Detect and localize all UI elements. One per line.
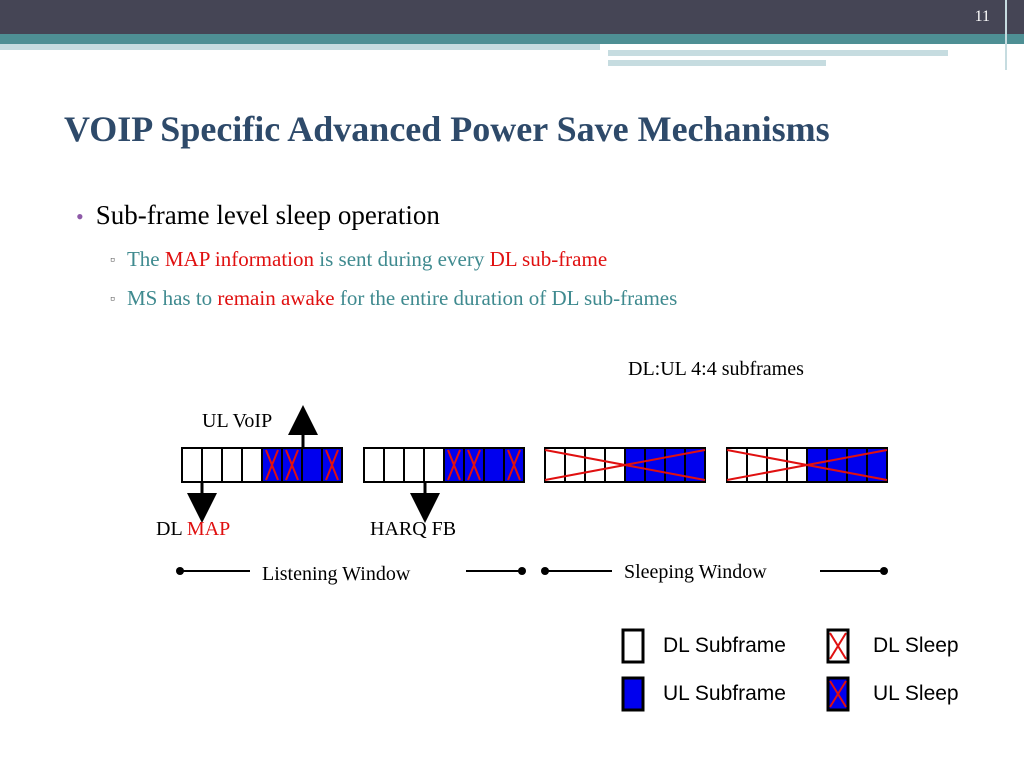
legend-ul-subframe-box [621, 676, 645, 712]
bullet-dot-icon: • [76, 204, 84, 229]
frame-2 [363, 447, 525, 483]
sub2-text-b: remain awake [217, 286, 335, 310]
dl-label: DL [156, 518, 182, 540]
sub-bullet-1: ▫ The MAP information is sent during ever… [110, 247, 607, 272]
square-bullet-icon: ▫ [110, 253, 115, 268]
sleep-cross-icon [726, 449, 888, 481]
ratio-label: DL:UL 4:4 subframes [628, 358, 804, 380]
sleep-cross-icon [544, 449, 706, 481]
dl-map-label: DL MAP [156, 518, 230, 541]
ul-voip-label: UL VoIP [202, 410, 273, 432]
legend-dl-sleep-icon [826, 628, 850, 664]
sleep-x-icon [265, 449, 339, 481]
legend-dl-subframe-label: DL Subframe [663, 634, 786, 657]
sleep-x-icon [447, 449, 521, 481]
harq-fb-label: HARQ FB [370, 518, 457, 540]
sub2-text-c: for the entire duration of DL sub-frames [339, 286, 678, 310]
sub1-text-c: is sent during every [319, 247, 485, 271]
legend-ul-sleep-label: UL Sleep [873, 682, 959, 705]
bullet-main: • Sub-frame level sleep operation [76, 200, 440, 231]
frame-4 [726, 447, 888, 483]
sub-bullet-2: ▫ MS has to remain awake for the entire d… [110, 286, 677, 311]
sub2-text-a: MS has to [126, 286, 213, 310]
legend-dl-sleep-label: DL Sleep [873, 634, 959, 657]
top-bar [0, 0, 1024, 34]
bullet-main-text: Sub-frame level sleep operation [95, 200, 440, 230]
sleeping-window-line [541, 567, 888, 575]
light-band-2 [608, 60, 826, 66]
listening-window-label: Listening Window [262, 563, 411, 585]
slide-number: 11 [974, 8, 990, 25]
map-label: MAP [186, 518, 231, 540]
legend-dl-subframe-box [621, 628, 645, 664]
square-bullet-icon: ▫ [110, 292, 115, 307]
slide-title: VOIP Specific Advanced Power Save Mechan… [64, 109, 830, 149]
legend-ul-sleep-icon [826, 676, 850, 712]
sub1-text-b: MAP information [164, 247, 315, 271]
teal-band [0, 34, 1024, 44]
light-band-left [0, 44, 600, 50]
light-band-1 [608, 50, 948, 56]
listening-window-line [176, 567, 526, 575]
frame-1 [181, 447, 343, 483]
sub1-text-d: DL sub-frame [489, 247, 608, 271]
frame-3 [544, 447, 706, 483]
vertical-accent-line [1005, 0, 1007, 70]
sleeping-window-label: Sleeping Window [624, 561, 767, 583]
sub1-text-a: The [126, 247, 160, 271]
legend-ul-subframe-label: UL Subframe [663, 682, 786, 705]
